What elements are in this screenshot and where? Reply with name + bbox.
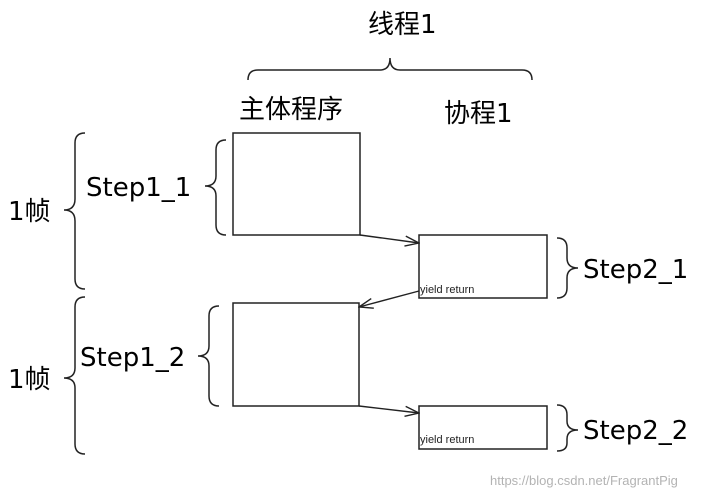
step2-1-brace	[556, 237, 579, 299]
step2-2-label: Step2_2	[583, 416, 689, 446]
coroutine-step2-1-box	[418, 234, 548, 299]
step1-1-brace	[204, 139, 227, 236]
coroutine-label: 协程1	[444, 99, 513, 129]
frame-label-2: 1帧	[8, 365, 51, 395]
arrow-main2-to-coroutine2	[358, 405, 419, 413]
coroutine-step2-2-box	[418, 405, 548, 450]
step2-1-label: Step2_1	[583, 255, 689, 285]
watermark: https://blog.csdn.net/FragrantPig	[490, 473, 678, 488]
step1-1-label: Step1_1	[86, 173, 192, 203]
yield-return-text-2: yield return	[420, 434, 475, 446]
thread-brace	[247, 57, 533, 81]
step1-2-brace	[197, 305, 220, 407]
thread-label: 线程1	[368, 10, 437, 40]
step1-2-label: Step1_2	[80, 343, 186, 373]
frame-label-1: 1帧	[8, 197, 51, 227]
arrow-main1-to-coroutine1	[359, 234, 419, 243]
step2-2-brace	[556, 404, 579, 452]
main-program-label: 主体程序	[239, 95, 344, 125]
main-step1-1-box	[232, 132, 361, 236]
frame-brace-2	[63, 296, 86, 455]
main-step1-2-box	[232, 302, 360, 407]
arrow-coroutine1-to-main2	[359, 290, 420, 307]
yield-return-text-1: yield return	[420, 284, 475, 296]
frame-brace-1	[63, 132, 86, 290]
